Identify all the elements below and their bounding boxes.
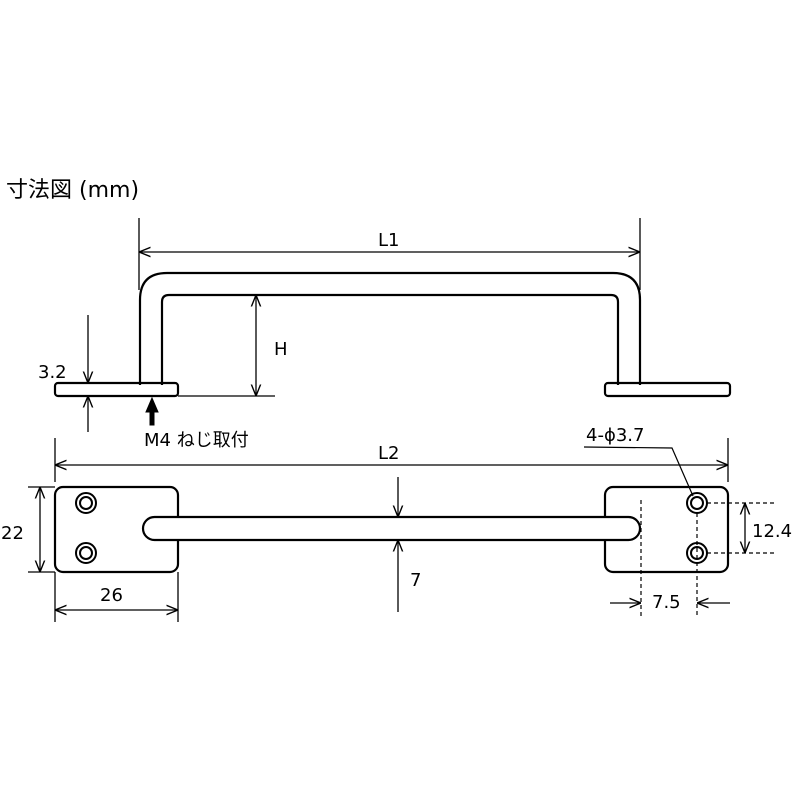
l2-label: L2 [378, 443, 399, 464]
mount-arrow-icon [145, 396, 159, 426]
h-label: H [274, 339, 288, 360]
hole-leader-line [583, 446, 694, 497]
left-foot [53, 381, 180, 398]
plate-height-label: 22 [1, 523, 24, 544]
drawing-title: 寸法図 (mm) [6, 178, 140, 203]
handle-outer-profile [138, 271, 642, 385]
bar-width-label: 7 [410, 570, 421, 591]
hole-offset-label: 7.5 [652, 592, 681, 613]
handle-bar [141, 515, 642, 542]
mount-note: M4 ねじ取付 [144, 430, 249, 451]
right-foot [603, 381, 732, 398]
plate-width-label: 26 [100, 585, 123, 606]
top-view [28, 438, 775, 622]
handle-inner-profile [160, 293, 620, 385]
hole-spec-label: 4-ϕ3.7 [586, 425, 644, 446]
thickness-label: 3.2 [38, 362, 67, 383]
side-view [53, 218, 732, 432]
l1-label: L1 [378, 230, 399, 251]
hole-pitch-label: 12.4 [752, 521, 792, 542]
